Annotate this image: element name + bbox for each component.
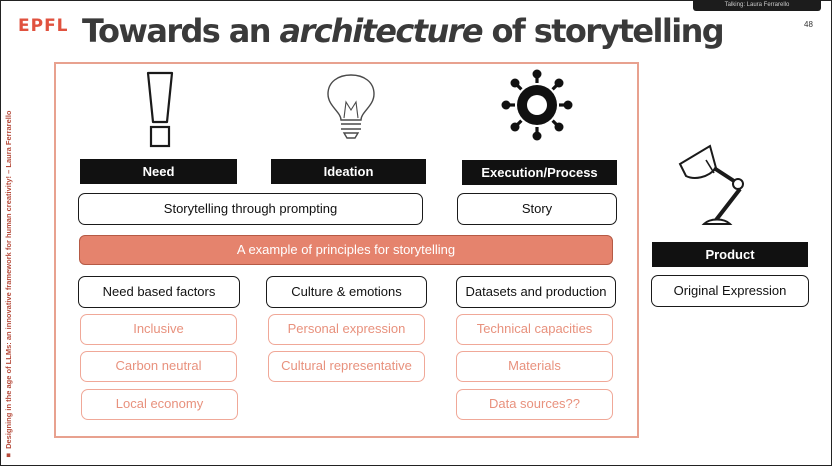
need-item-local-economy: Local economy — [81, 389, 238, 420]
heading-need: Need — [80, 159, 237, 184]
title-part-1: Towards an — [82, 12, 280, 50]
heading-ideation: Ideation — [271, 159, 426, 184]
need-based-factors: Need based factors — [78, 276, 240, 308]
desk-lamp-icon — [678, 144, 744, 225]
storytelling-through-prompting: Storytelling through prompting — [78, 193, 423, 225]
need-item-inclusive: Inclusive — [80, 314, 237, 345]
sidebar-caption: ■ Designing in the age of LLMs: an innov… — [4, 110, 13, 461]
exclamation-icon — [146, 71, 174, 148]
ideation-item-personal-expression: Personal expression — [268, 314, 425, 345]
heading-product: Product — [652, 242, 808, 267]
epfl-logo: EPFL — [18, 16, 69, 36]
original-expression: Original Expression — [651, 275, 809, 307]
principles-bar: A example of principles for storytelling — [79, 235, 613, 265]
need-item-carbon-neutral: Carbon neutral — [80, 351, 237, 382]
ideation-item-cultural-representative: Cultural representative — [268, 351, 425, 382]
lightbulb-icon — [327, 74, 375, 139]
execution-item-data-sources: Data sources?? — [456, 389, 613, 420]
culture-emotions: Culture & emotions — [266, 276, 427, 308]
title-part-2: of storytelling — [481, 12, 724, 50]
title-italic: architecture — [279, 12, 484, 50]
datasets-production: Datasets and production — [456, 276, 616, 308]
gear-icon — [501, 69, 573, 141]
speaker-banner: Talking: Laura Ferrarello — [693, 0, 821, 11]
execution-item-materials: Materials — [456, 351, 613, 382]
heading-execution-process: Execution/Process — [462, 160, 617, 185]
slide-title: Towards an architecture of storytelling — [82, 6, 725, 56]
execution-item-technical-capacities: Technical capacities — [456, 314, 613, 345]
page-number: 48 — [804, 20, 813, 29]
framework-box — [54, 62, 639, 438]
story-pill: Story — [457, 193, 617, 225]
